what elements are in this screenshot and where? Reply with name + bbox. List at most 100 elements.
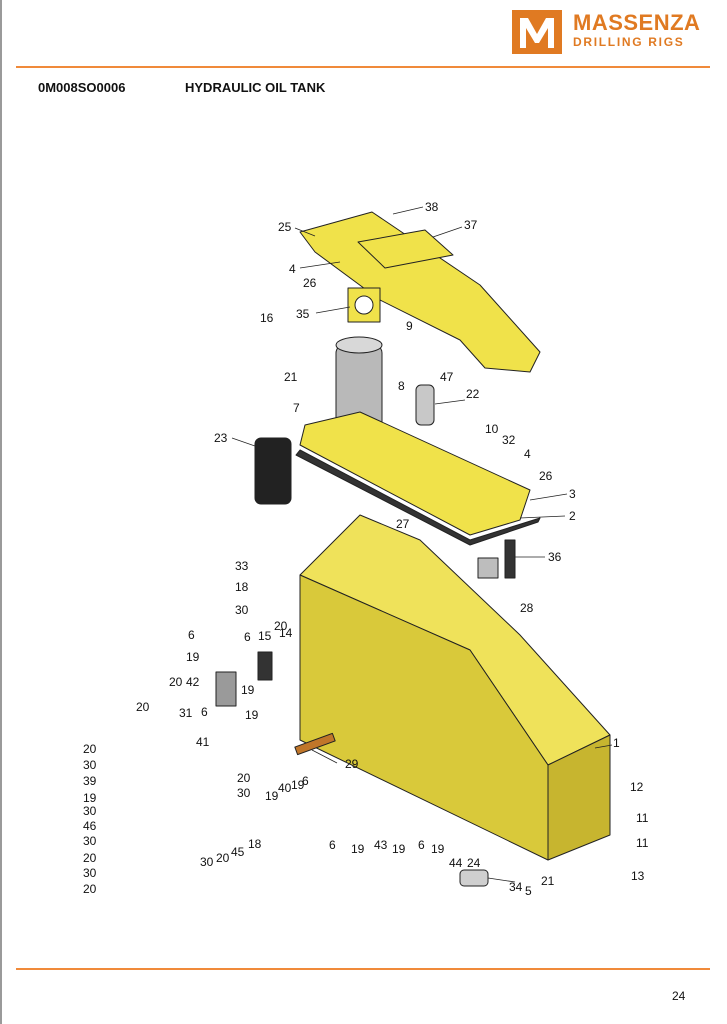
callout-27: 27	[396, 517, 410, 531]
callout-30a: 30	[235, 603, 249, 617]
callout-30c: 30	[83, 804, 97, 818]
callout-20f: 20	[83, 882, 97, 896]
callout-6c: 6	[201, 705, 208, 719]
callout-32: 32	[502, 433, 516, 447]
document-title: HYDRAULIC OIL TANK	[185, 80, 326, 95]
page-edge	[0, 0, 2, 1024]
header-rule	[16, 66, 710, 68]
callout-4a: 4	[289, 262, 296, 276]
callout-31: 31	[179, 706, 193, 720]
callout-21b: 21	[541, 874, 555, 888]
callout-33: 33	[235, 559, 249, 573]
callout-19d: 19	[83, 791, 97, 805]
callout-34: 34	[509, 880, 523, 894]
callout-30f: 30	[237, 786, 251, 800]
callout-8: 8	[398, 379, 405, 393]
callout-20b: 20	[169, 675, 183, 689]
callout-6b: 6	[244, 630, 251, 644]
callout-26b: 26	[539, 469, 553, 483]
callout-30b: 30	[83, 758, 97, 772]
callout-6a: 6	[188, 628, 195, 642]
callout-46: 46	[83, 819, 97, 833]
part-number-callouts: 38 37 25 4 26 35 16 9 21 8 47 22 7 23 10…	[83, 200, 649, 898]
hose-connector	[257, 651, 273, 681]
callout-30d: 30	[83, 834, 97, 848]
callout-44: 44	[449, 856, 463, 870]
callout-16: 16	[260, 311, 274, 325]
callout-30g: 30	[200, 855, 214, 869]
callout-19f: 19	[291, 778, 305, 792]
callout-19b: 19	[241, 683, 255, 697]
callout-39: 39	[83, 774, 97, 788]
callout-20g: 20	[237, 771, 251, 785]
callout-6e: 6	[329, 838, 336, 852]
temperature-sensor	[477, 557, 499, 579]
callout-29: 29	[345, 757, 359, 771]
callout-6f: 6	[418, 838, 425, 852]
callout-25: 25	[278, 220, 292, 234]
valve-body	[215, 671, 237, 707]
callout-41: 41	[196, 735, 210, 749]
callout-6d: 6	[302, 774, 309, 788]
callout-20d: 20	[83, 742, 97, 756]
breather-filter	[415, 384, 435, 426]
callout-20h: 20	[216, 851, 230, 865]
callout-5: 5	[525, 884, 532, 898]
callout-20a: 20	[274, 619, 288, 633]
brand-name: MASSENZA	[573, 10, 701, 35]
callout-18b: 18	[248, 837, 262, 851]
footer-rule	[16, 968, 710, 970]
page-number: 24	[672, 989, 686, 1003]
callout-47: 47	[440, 370, 454, 384]
callout-35: 35	[296, 307, 310, 321]
callout-26a: 26	[303, 276, 317, 290]
tank-side-face	[547, 734, 611, 861]
callout-13: 13	[631, 869, 645, 883]
callout-20e: 20	[83, 851, 97, 865]
callout-37: 37	[464, 218, 478, 232]
callout-11b: 11	[636, 836, 649, 850]
lid-gasket	[295, 449, 541, 546]
tank-lid	[299, 411, 531, 536]
callout-15: 15	[258, 629, 272, 643]
leader-lines	[231, 206, 613, 883]
callout-23: 23	[214, 431, 228, 445]
brand-tagline: DRILLING RIGS	[573, 35, 685, 49]
callout-7: 7	[293, 401, 300, 415]
callout-28: 28	[520, 601, 534, 615]
callout-10: 10	[485, 422, 499, 436]
callout-4b: 4	[524, 447, 531, 461]
callout-19i: 19	[431, 842, 445, 856]
callout-9: 9	[406, 319, 413, 333]
callout-3: 3	[569, 487, 576, 501]
callout-45: 45	[231, 845, 245, 859]
document-code: 0M008SO0006	[38, 80, 126, 95]
inspection-plate	[357, 229, 454, 269]
callout-36: 36	[548, 550, 562, 564]
callout-19a: 19	[186, 650, 200, 664]
callout-24: 24	[467, 856, 481, 870]
suction-pipe	[294, 732, 336, 756]
callout-12: 12	[630, 780, 644, 794]
callout-40: 40	[278, 781, 292, 795]
logo-letter: M	[537, 52, 538, 54]
callout-1: 1	[613, 736, 620, 750]
callout-19h: 19	[392, 842, 406, 856]
massenza-logo: M	[512, 10, 562, 54]
callout-19g: 19	[351, 842, 365, 856]
callout-38: 38	[425, 200, 439, 214]
callout-19e: 19	[265, 789, 279, 803]
drain-fitting	[459, 869, 489, 887]
level-gauge	[504, 539, 516, 579]
callout-18a: 18	[235, 580, 249, 594]
callout-2: 2	[569, 509, 576, 523]
callout-42: 42	[186, 675, 200, 689]
callout-14: 14	[279, 626, 293, 640]
air-breather	[254, 437, 292, 505]
callout-22: 22	[466, 387, 480, 401]
callout-20c: 20	[136, 700, 150, 714]
callout-21a: 21	[284, 370, 298, 384]
callout-19c: 19	[245, 708, 259, 722]
callout-11a: 11	[636, 811, 649, 825]
